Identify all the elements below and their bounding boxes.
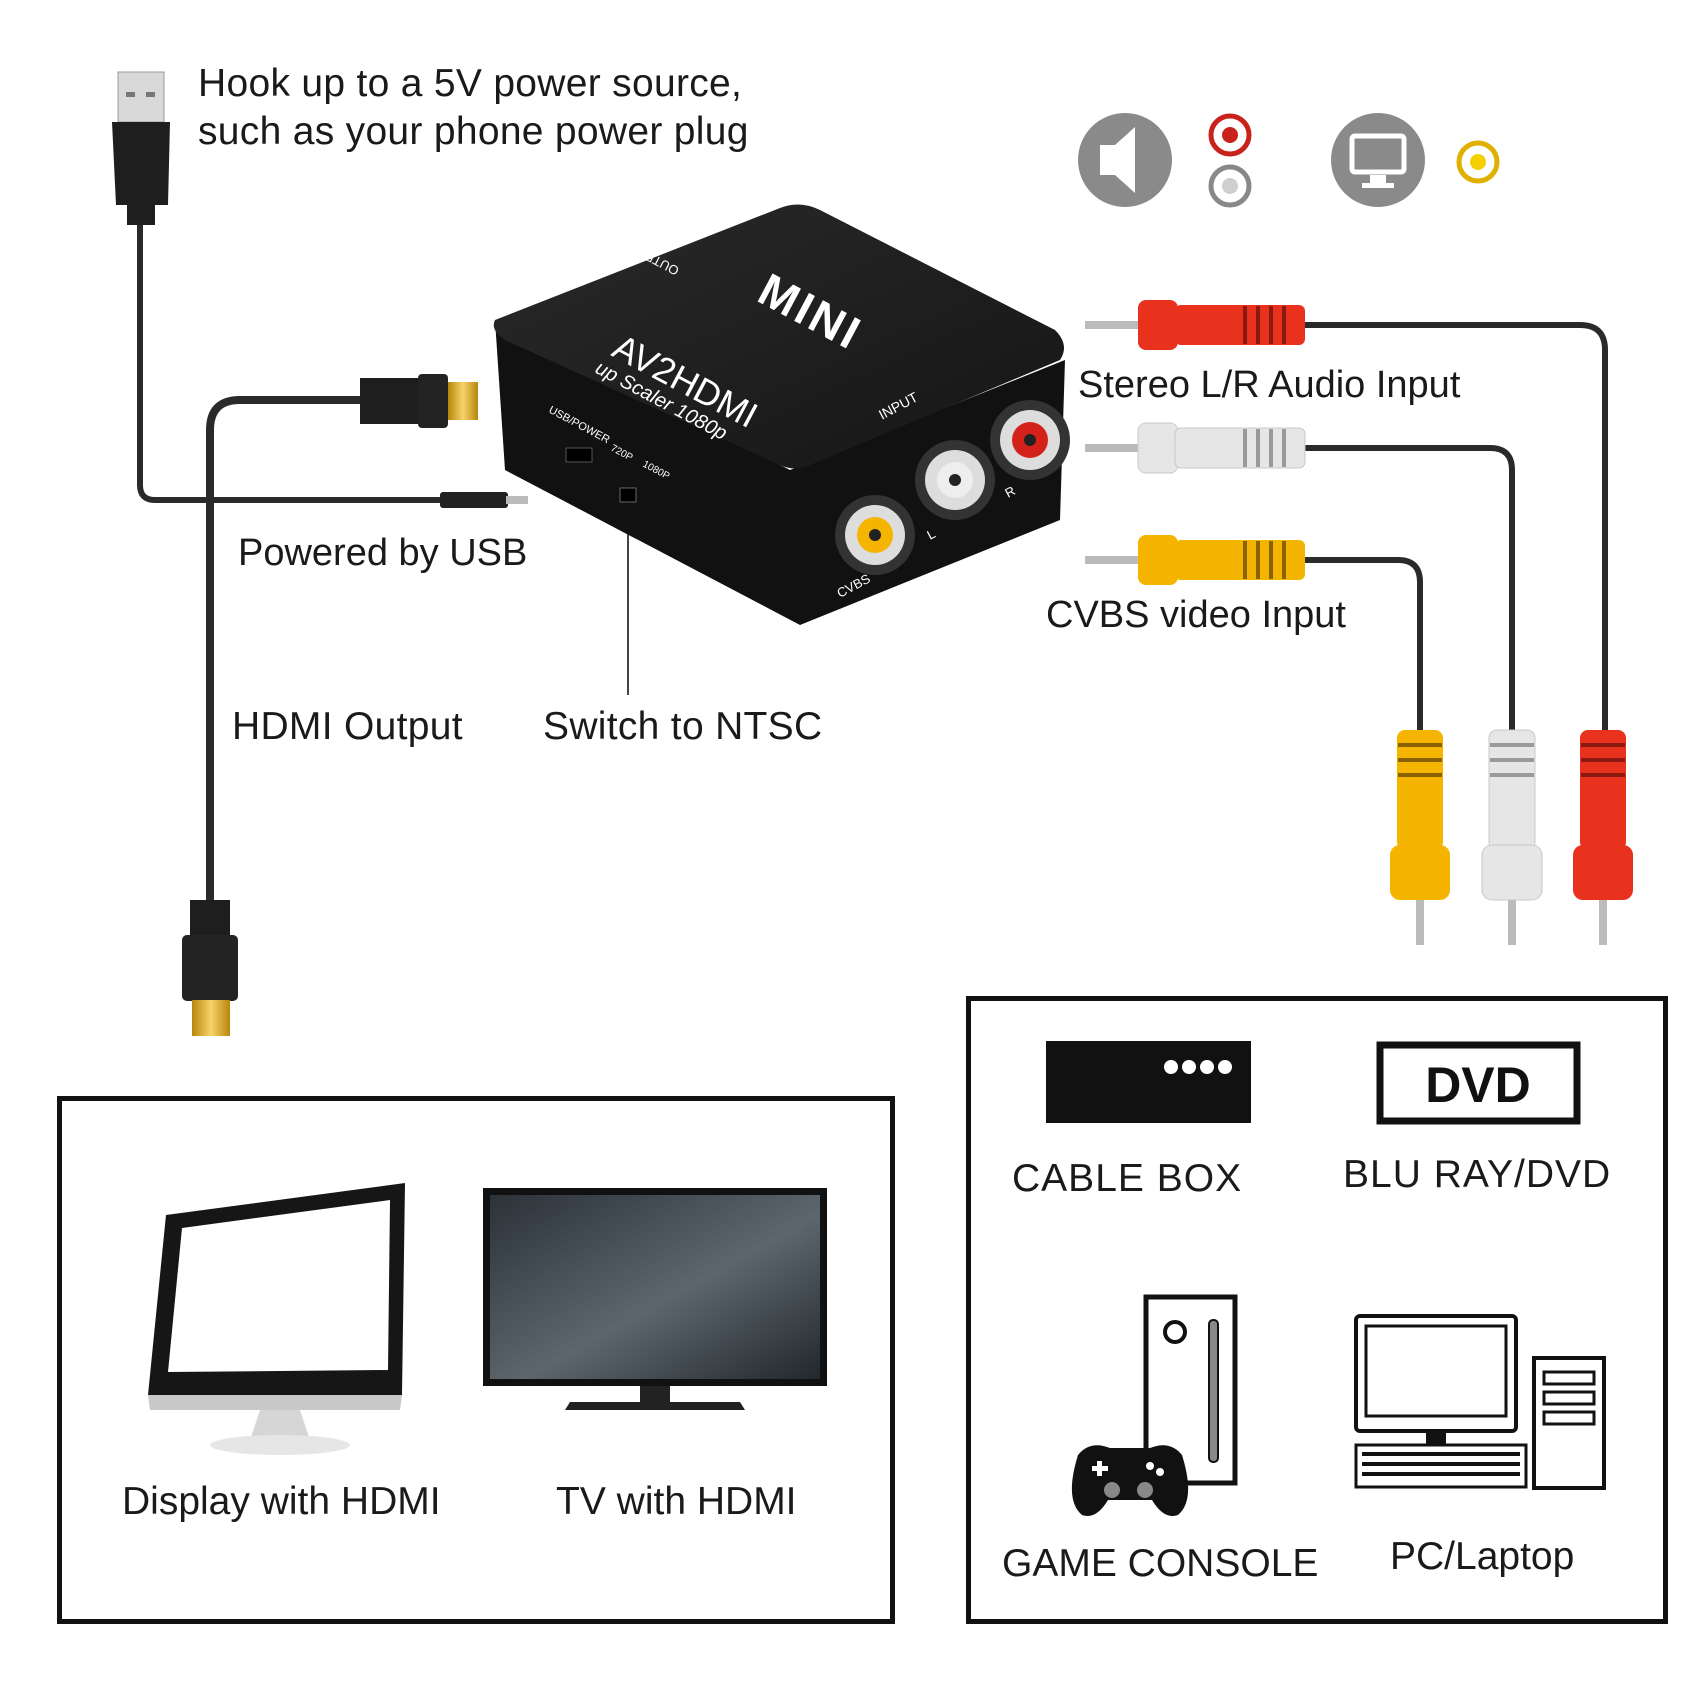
av2hdmi-converter <box>493 204 1070 625</box>
game-console-label: GAME CONSOLE <box>1002 1542 1319 1585</box>
cvbs-video-input-label: CVBS video Input <box>1046 594 1346 636</box>
output-devices-box <box>57 1096 895 1624</box>
tv-with-hdmi-label: TV with HDMI <box>556 1480 797 1523</box>
device-jack-yellow <box>835 495 915 575</box>
rca-video-dot-icon <box>1456 140 1500 184</box>
rca-audio-dot-icons <box>1208 113 1252 208</box>
rca-cable-yellow <box>1085 535 1450 945</box>
blu-ray-dvd-label: BLU RAY/DVD <box>1343 1153 1612 1196</box>
rca-cable-red <box>1085 300 1633 945</box>
powered-by-usb-label: Powered by USB <box>238 532 528 574</box>
hdmi-cable <box>182 374 478 1036</box>
usb-cable <box>137 225 528 508</box>
source-devices-box <box>966 996 1668 1624</box>
usb-plug-icon <box>112 71 170 225</box>
switch-to-ntsc-label: Switch to NTSC <box>543 705 823 748</box>
power-source-callout-line1: Hook up to a 5V power source, <box>198 62 743 105</box>
power-source-callout-line2: such as your phone power plug <box>198 110 749 153</box>
cable-box-label: CABLE BOX <box>1012 1157 1243 1200</box>
speaker-icon <box>1078 113 1172 207</box>
hdmi-output-label: HDMI Output <box>232 705 463 748</box>
rca-cable-white <box>1085 422 1543 945</box>
mini-usb-port <box>565 447 593 463</box>
stereo-audio-input-label: Stereo L/R Audio Input <box>1078 364 1461 406</box>
device-jack-red <box>990 400 1070 480</box>
ntsc-switch <box>619 487 637 503</box>
monitor-icon <box>1331 113 1425 207</box>
device-jack-white <box>915 440 995 520</box>
display-with-hdmi-label: Display with HDMI <box>122 1480 441 1523</box>
pc-laptop-label: PC/Laptop <box>1390 1535 1575 1578</box>
